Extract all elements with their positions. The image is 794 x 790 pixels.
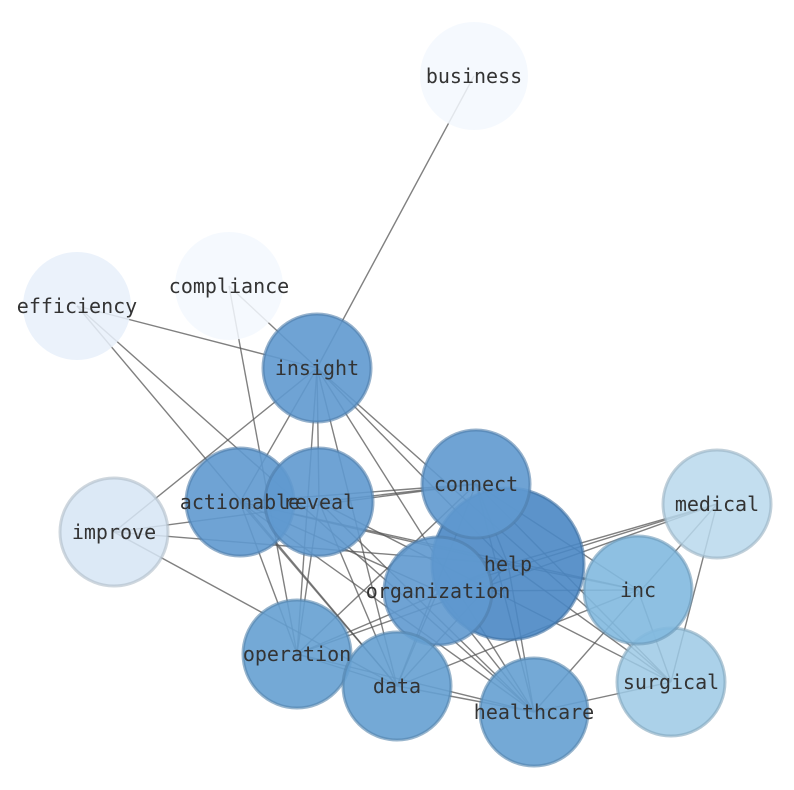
node-inc (582, 534, 694, 646)
node-circle-reveal (263, 446, 375, 558)
node-label-help: help (484, 552, 532, 576)
node-healthcare (478, 656, 590, 768)
node-circle-inc (582, 534, 694, 646)
node-label-insight: insight (275, 356, 359, 380)
node-label-organization: organization (366, 579, 511, 603)
node-efficiency (23, 252, 131, 360)
node-label-actionable: actionable (180, 490, 300, 514)
node-operation (241, 598, 353, 710)
node-label-data: data (373, 674, 421, 698)
node-circle-medical (661, 448, 773, 560)
node-business (420, 22, 528, 130)
node-layer: business compliance efficiency improve medic… (17, 22, 773, 768)
node-label-inc: inc (620, 578, 656, 602)
node-label-efficiency: efficiency (17, 294, 137, 318)
node-circle-improve (58, 476, 170, 588)
node-insight (261, 312, 373, 424)
node-circle-compliance (175, 232, 283, 340)
node-circle-organization (382, 535, 494, 647)
node-circle-business (420, 22, 528, 130)
node-label-surgical: surgical (623, 670, 719, 694)
node-data (341, 630, 453, 742)
node-label-connect: connect (434, 472, 518, 496)
node-compliance (175, 232, 283, 340)
node-circle-insight (261, 312, 373, 424)
node-label-healthcare: healthcare (474, 700, 594, 724)
node-label-operation: operation (243, 642, 351, 666)
node-connect (420, 428, 532, 540)
node-organization (382, 535, 494, 647)
node-reveal (263, 446, 375, 558)
node-circle-connect (420, 428, 532, 540)
node-label-improve: improve (72, 520, 156, 544)
node-label-medical: medical (675, 492, 759, 516)
node-circle-healthcare (478, 656, 590, 768)
node-circle-efficiency (23, 252, 131, 360)
node-medical (661, 448, 773, 560)
node-label-reveal: reveal (283, 490, 355, 514)
node-label-compliance: compliance (169, 274, 289, 298)
node-label-business: business (426, 64, 522, 88)
node-improve (58, 476, 170, 588)
node-circle-operation (241, 598, 353, 710)
node-circle-data (341, 630, 453, 742)
